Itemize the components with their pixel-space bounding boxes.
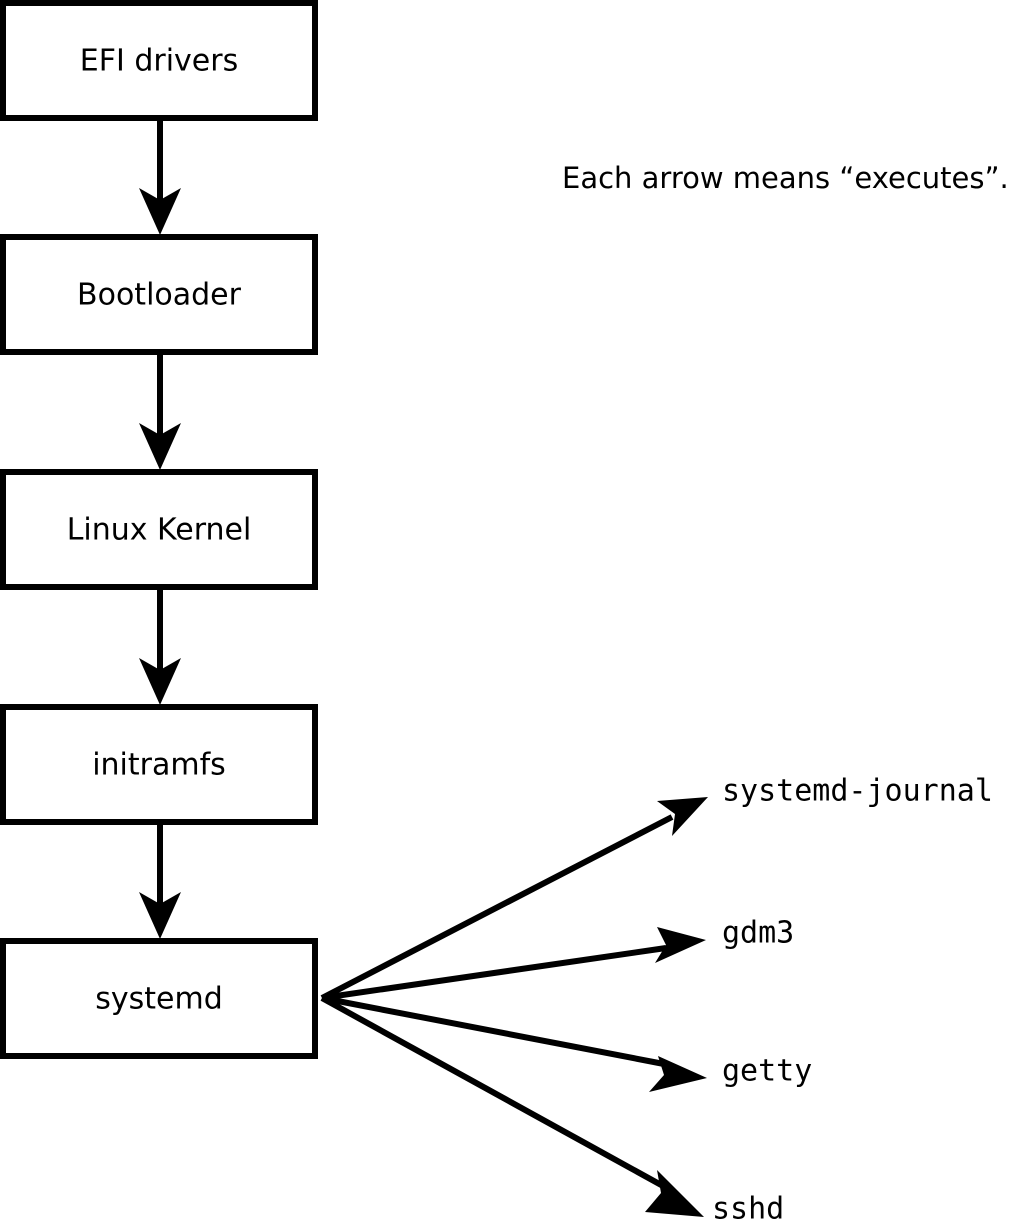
arrow-efi-to-bootloader (139, 118, 181, 235)
arrow-systemd-to-systemd-journal (320, 797, 708, 1001)
service-label-sshd[interactable]: sshd (712, 1192, 784, 1227)
arrow-head-icon (139, 188, 181, 235)
service-label-gdm3[interactable]: gdm3 (722, 916, 794, 951)
stage-box-rect (0, 0, 318, 121)
stage-box-label: EFI drivers (80, 44, 238, 79)
stage-box-label: Bootloader (77, 278, 242, 313)
stage-box-label: systemd (95, 982, 223, 1017)
service-label-systemd-journal[interactable]: systemd-journal (722, 774, 993, 809)
stage-box-rect (0, 704, 318, 825)
arrow-head-icon (139, 658, 181, 705)
stage-box-label: initramfs (92, 748, 226, 783)
arrow-bootloader-to-kernel (139, 352, 181, 470)
arrow-head-icon (655, 927, 706, 963)
arrow-initramfs-to-systemd (139, 822, 181, 939)
arrow-head-icon (139, 892, 181, 939)
arrow-head-icon (139, 423, 181, 470)
arrow-kernel-to-initramfs (139, 587, 181, 705)
legend-note: Each arrow means “executes”. (562, 161, 1009, 195)
arrow-systemd-to-gdm3 (321, 927, 706, 1001)
stage-box-initramfs[interactable]: initramfs (0, 704, 318, 825)
arrow-head-icon (649, 1056, 707, 1092)
stage-box-efi-drivers[interactable]: EFI drivers (0, 0, 318, 121)
stage-box-systemd[interactable]: systemd (0, 938, 318, 1059)
stage-box-linux-kernel[interactable]: Linux Kernel (0, 469, 318, 590)
arrow-systemd-to-sshd (320, 995, 704, 1217)
arrow-head-icon (657, 797, 708, 836)
arrow-systemd-to-getty (321, 995, 707, 1092)
stage-box-rect (0, 938, 318, 1059)
service-label-getty[interactable]: getty (722, 1054, 812, 1089)
stage-box-bootloader[interactable]: Bootloader (0, 234, 318, 355)
stage-box-label: Linux Kernel (67, 513, 252, 548)
arrow-head-icon (645, 1170, 704, 1217)
